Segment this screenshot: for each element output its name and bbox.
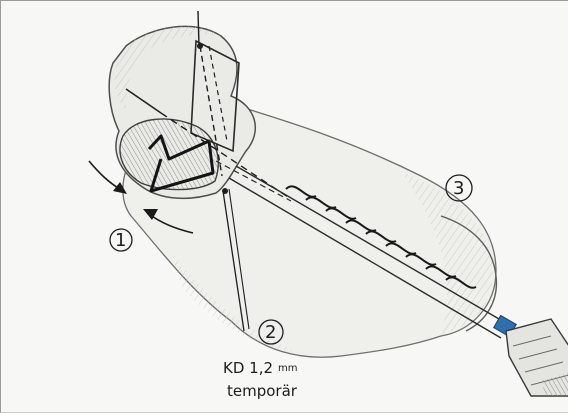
kwire-temporary-point [222,188,228,194]
kwire-vertical-upper [198,11,199,46]
marker-1-label: 1 [115,230,126,251]
marker-2-label: 2 [265,322,276,343]
note-mm: mm [278,363,297,374]
note-temporar: temporär [227,382,298,400]
kwire-entry-point [197,43,203,49]
drill-chuck [494,315,568,396]
marker-3-label: 3 [453,178,464,199]
marker-1: 1 [110,229,132,251]
marker-3: 3 [446,175,472,201]
note-kd: KD 1,2 [223,359,273,377]
